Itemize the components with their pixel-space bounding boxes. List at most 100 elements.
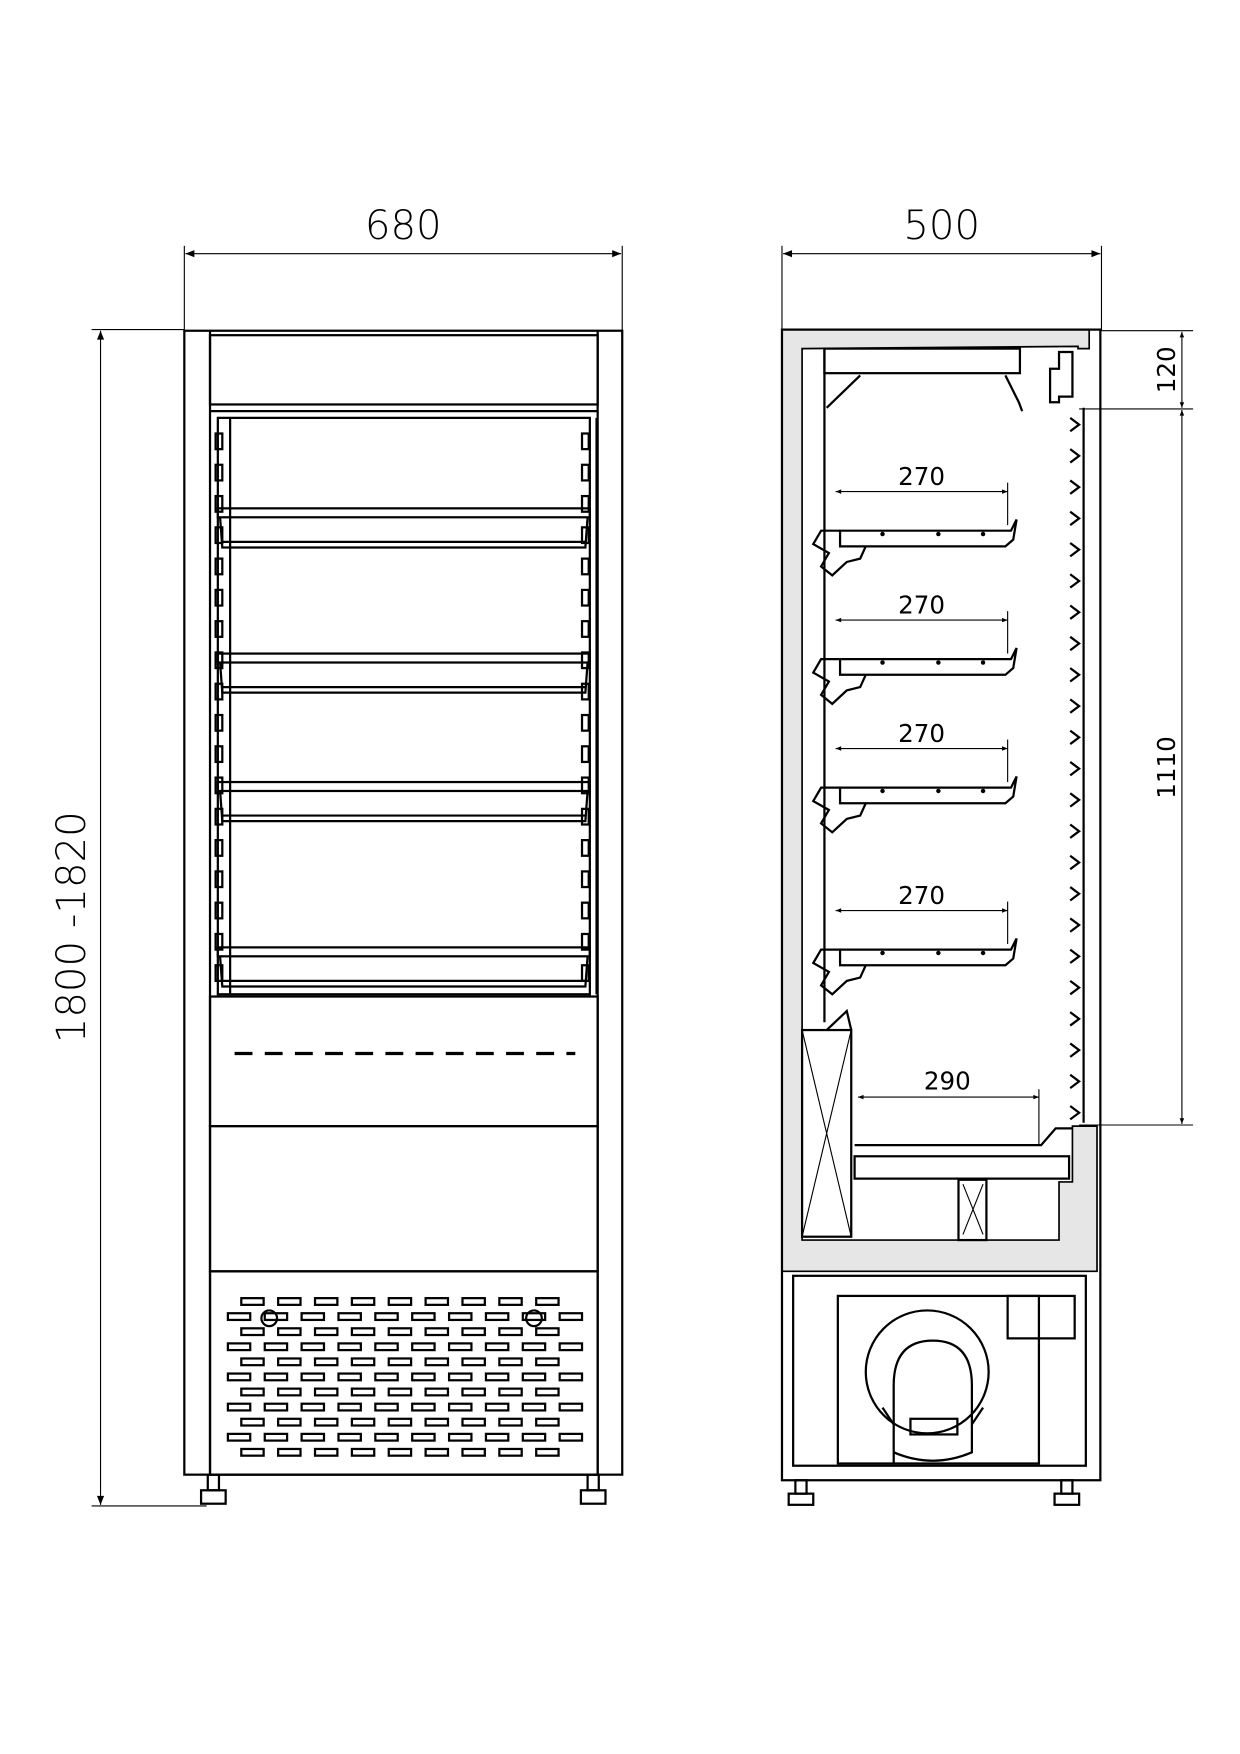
vent-slot bbox=[535, 1327, 560, 1337]
display-opening bbox=[216, 416, 591, 996]
base-depth-dimension: 290 bbox=[857, 1066, 1040, 1146]
vent-slot bbox=[535, 1387, 560, 1397]
vent-slot bbox=[277, 1447, 302, 1457]
vent-slot bbox=[424, 1447, 450, 1457]
canopy-height-label: 120 bbox=[1152, 346, 1181, 393]
upright-slot bbox=[580, 432, 590, 451]
vent-slot bbox=[411, 1342, 436, 1352]
display-height-dimension: 1110 bbox=[1079, 410, 1194, 1126]
vent-slot bbox=[337, 1372, 362, 1382]
rear-vent bbox=[1069, 479, 1081, 495]
vent-slot bbox=[240, 1357, 265, 1367]
vent-slot bbox=[521, 1372, 547, 1382]
vent-slot bbox=[447, 1342, 473, 1352]
vent-slot bbox=[521, 1402, 547, 1412]
rear-vent bbox=[1069, 635, 1081, 652]
vent-slot bbox=[300, 1432, 326, 1442]
vent-slot bbox=[277, 1417, 302, 1427]
vent-slot bbox=[313, 1447, 339, 1457]
upright-slot bbox=[214, 839, 224, 857]
grille-screw bbox=[260, 1309, 279, 1328]
compressor-compartment bbox=[792, 1274, 1087, 1467]
vent-slot bbox=[424, 1417, 450, 1427]
vent-slot bbox=[350, 1387, 376, 1397]
vent-slot bbox=[484, 1402, 510, 1412]
vent-slot bbox=[535, 1357, 560, 1367]
vent-slot bbox=[350, 1327, 376, 1337]
canopy-panel bbox=[208, 334, 599, 406]
rear-vent bbox=[1069, 1073, 1081, 1090]
shelf-depth-label: 270 bbox=[898, 462, 945, 491]
rear-vent bbox=[1069, 792, 1081, 808]
vent-slot bbox=[374, 1432, 399, 1442]
vent-slot bbox=[447, 1402, 473, 1412]
adjustable-foot bbox=[579, 1473, 607, 1505]
vent-slot bbox=[411, 1402, 436, 1412]
rear-vent bbox=[1069, 886, 1081, 902]
vent-slot bbox=[313, 1297, 339, 1306]
vent-slot bbox=[461, 1447, 486, 1457]
lower-panel bbox=[208, 1124, 599, 1273]
electrical-box bbox=[1006, 1294, 1076, 1340]
vent-slot bbox=[300, 1312, 326, 1322]
vent-slot bbox=[535, 1417, 560, 1427]
vent-slot bbox=[263, 1432, 289, 1442]
ventilation-slots bbox=[226, 1297, 584, 1457]
vent-slot bbox=[240, 1387, 265, 1397]
vent-slot bbox=[300, 1372, 326, 1382]
vent-slot bbox=[240, 1447, 265, 1457]
canopy-light bbox=[823, 347, 1022, 375]
upright-slot bbox=[580, 839, 590, 857]
upright-slot bbox=[580, 557, 590, 576]
vent-slot bbox=[424, 1297, 450, 1306]
vent-slot bbox=[461, 1417, 486, 1427]
shelf-depth-label: 270 bbox=[898, 881, 945, 910]
shelf-side: 270 bbox=[811, 590, 1018, 706]
vent-slot bbox=[300, 1402, 326, 1412]
upright-slot bbox=[214, 620, 224, 638]
vent-slot bbox=[387, 1417, 413, 1427]
shelf-depth-label: 270 bbox=[898, 719, 945, 748]
upright-slot bbox=[580, 745, 590, 764]
rear-vent bbox=[1069, 761, 1081, 777]
insulation-shell bbox=[781, 328, 1098, 1273]
vent-slot bbox=[498, 1417, 523, 1427]
rear-vent bbox=[1069, 604, 1081, 620]
upright-slot bbox=[214, 588, 224, 607]
shelf-uprights bbox=[214, 417, 598, 995]
canopy-profile bbox=[1048, 350, 1074, 404]
vent-slot bbox=[447, 1312, 473, 1322]
rear-vent bbox=[1069, 448, 1081, 464]
vent-slot bbox=[277, 1297, 302, 1306]
rear-vent bbox=[1069, 729, 1081, 745]
rear-vent bbox=[1069, 854, 1081, 871]
vent-slot bbox=[374, 1402, 399, 1412]
vent-slot bbox=[447, 1432, 473, 1442]
vent-slot bbox=[337, 1312, 362, 1322]
vent-slot bbox=[263, 1372, 289, 1382]
vent-slot bbox=[461, 1327, 486, 1337]
canopy-height-dimension: 120 bbox=[1079, 330, 1194, 410]
upright-slot bbox=[214, 463, 224, 482]
vent-slot bbox=[277, 1357, 302, 1367]
rear-vent bbox=[1069, 823, 1081, 839]
vent-slot bbox=[313, 1387, 339, 1397]
display-height-label: 1110 bbox=[1152, 736, 1181, 799]
vent-slot bbox=[387, 1297, 413, 1306]
adjustable-foot bbox=[1053, 1479, 1081, 1506]
rear-vent bbox=[1069, 948, 1081, 964]
adjustable-foot bbox=[199, 1473, 227, 1505]
shelf-side: 270 bbox=[811, 719, 1018, 834]
vent-slot bbox=[558, 1432, 584, 1442]
vent-slot bbox=[498, 1297, 523, 1306]
vent-slot bbox=[461, 1357, 486, 1367]
rear-vent bbox=[1069, 979, 1081, 996]
cabinet-front bbox=[183, 329, 624, 1505]
vent-slot bbox=[240, 1297, 265, 1306]
shelf-front bbox=[216, 780, 591, 823]
ventilation-grille-panel bbox=[208, 1270, 599, 1476]
vent-slot bbox=[277, 1327, 302, 1337]
vent-slot bbox=[350, 1297, 376, 1306]
vent-slot bbox=[387, 1327, 413, 1337]
